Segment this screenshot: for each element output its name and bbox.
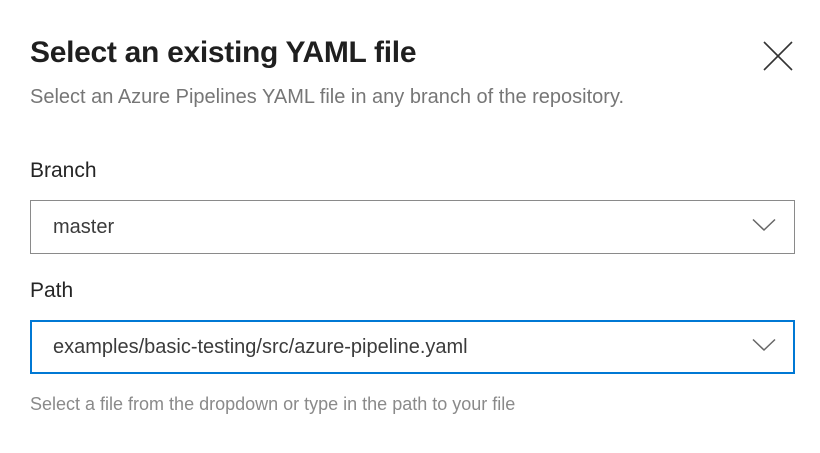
page-title: Select an existing YAML file xyxy=(30,36,417,69)
path-dropdown[interactable]: examples/basic-testing/src/azure-pipelin… xyxy=(30,320,795,374)
branch-dropdown[interactable]: master xyxy=(30,200,795,254)
branch-dropdown-value: master xyxy=(53,215,115,238)
chevron-down-icon xyxy=(752,218,776,237)
close-icon xyxy=(763,41,793,71)
dialog-subtitle: Select an Azure Pipelines YAML file in a… xyxy=(30,86,625,108)
path-dropdown-value: examples/basic-testing/src/azure-pipelin… xyxy=(53,335,468,358)
path-field-label: Path xyxy=(30,279,74,302)
chevron-down-icon xyxy=(752,338,776,357)
branch-field-label: Branch xyxy=(30,159,97,182)
path-helper-text: Select a file from the dropdown or type … xyxy=(30,394,516,414)
close-button[interactable] xyxy=(760,38,796,74)
